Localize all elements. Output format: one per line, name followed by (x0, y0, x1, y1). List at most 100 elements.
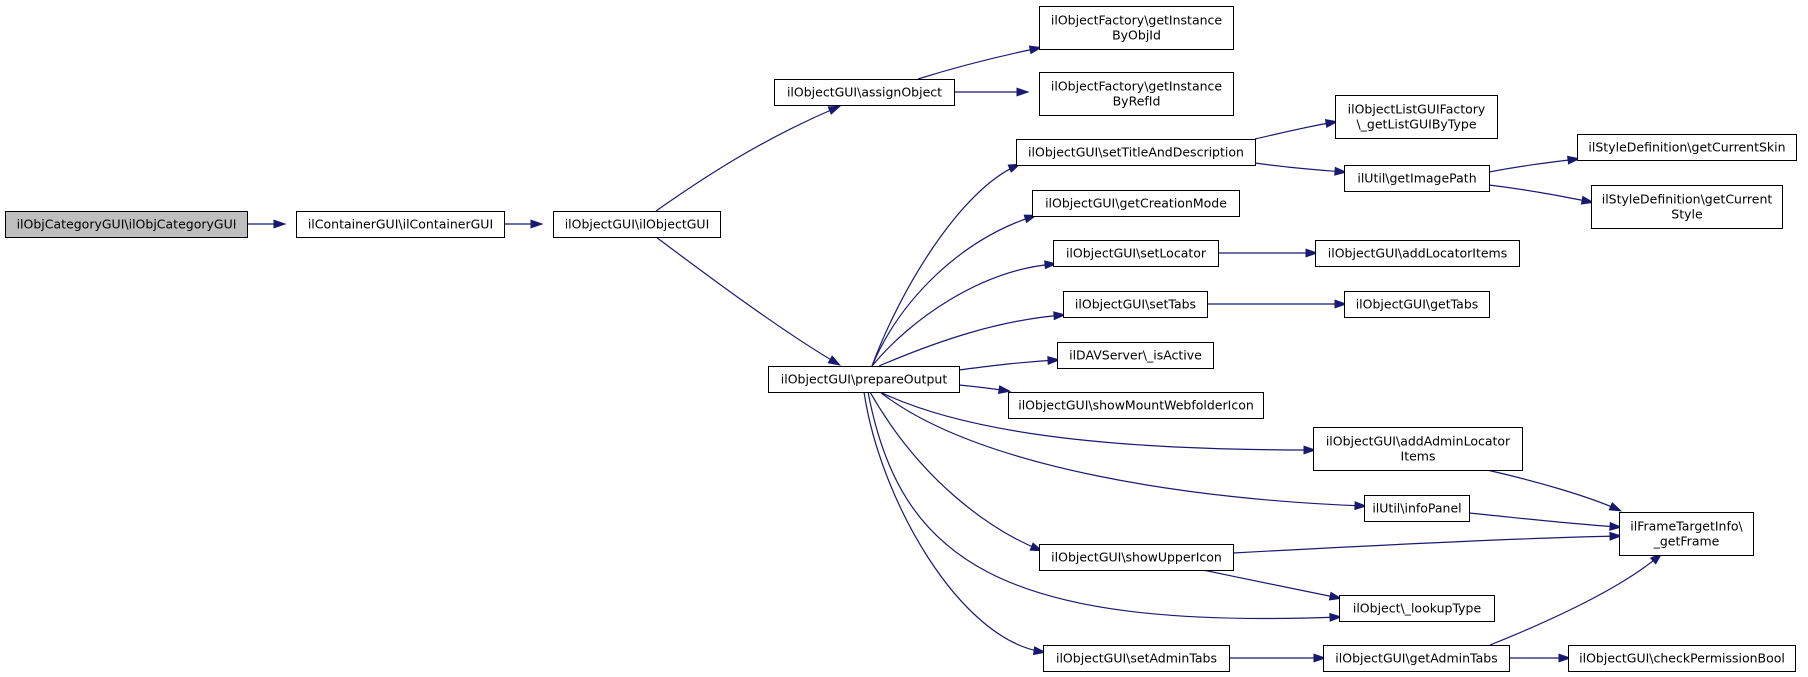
node-showMountWebfolderIcon[interactable]: ilObjectGUI\showMountWebfolderIcon (1008, 392, 1264, 419)
node-box (1057, 342, 1214, 369)
arrowhead (1303, 445, 1317, 455)
node-label: ilObjectGUI\addLocatorItems (1328, 246, 1508, 261)
node-assignObject[interactable]: ilObjectGUI\assignObject (774, 79, 955, 106)
edge-showUpperIcon-to-lookupType (1202, 569, 1343, 601)
arrowhead (530, 219, 544, 229)
edge-line (1486, 469, 1620, 511)
edge-line (655, 236, 839, 365)
edge-line (1202, 569, 1340, 599)
edge-prepareOutput-to-lookupType (867, 391, 1343, 622)
node-isActive[interactable]: ilDAVServer\_isActive (1057, 342, 1214, 369)
node-setTabs[interactable]: ilObjectGUI\setTabs (1063, 291, 1208, 318)
node-label: ilObjCategoryGUI\ilObjCategoryGUI (17, 217, 237, 232)
node-getAdminTabs[interactable]: ilObjectGUI\getAdminTabs (1323, 645, 1510, 672)
arrowhead (1558, 653, 1572, 663)
node-objectgui[interactable]: ilObjectGUI\ilObjectGUI (553, 211, 721, 238)
node-box (1053, 240, 1219, 267)
node-label: ilObject\_lookupType (1353, 601, 1482, 616)
edge-line (879, 391, 1314, 451)
node-label: ilObjectGUI\showMountWebfolderIcon (1018, 398, 1254, 413)
edge-line (878, 314, 1064, 367)
node-showUpperIcon[interactable]: ilObjectGUI\showUpperIcon (1039, 544, 1234, 571)
node-label: ByRefId (1113, 94, 1161, 109)
arrowhead (997, 385, 1012, 395)
node-box (1364, 495, 1470, 522)
arrowhead (1328, 591, 1343, 601)
edge-line (871, 164, 1019, 367)
arrowhead (1329, 612, 1343, 622)
arrowhead (1609, 521, 1623, 531)
node-box (1039, 72, 1234, 116)
arrowhead (827, 355, 842, 366)
node-setLocator[interactable]: ilObjectGUI\setLocator (1053, 240, 1219, 267)
edge-prepareOutput-to-isActive (958, 356, 1061, 371)
node-label: ilObjectGUI\setLocator (1066, 246, 1207, 261)
node-box (553, 211, 721, 238)
arrowhead (1016, 87, 1030, 97)
node-label: ilObjectGUI\assignObject (787, 85, 942, 100)
node-label: \_getListGUIByType (1356, 117, 1476, 132)
node-label: ilObjectGUI\prepareOutput (781, 372, 948, 387)
node-getTabs[interactable]: ilObjectGUI\getTabs (1344, 291, 1490, 318)
edge-root-to-container (247, 219, 287, 229)
node-box (1063, 291, 1208, 318)
node-label: ilObjectGUI\getCreationMode (1045, 196, 1227, 211)
edge-prepareOutput-to-setTitleAndDescription (871, 163, 1022, 367)
node-getFrame[interactable]: ilFrameTargetInfo\_getFrame (1619, 512, 1754, 556)
edge-setTitleAndDescription-to-getImagePath (1254, 162, 1348, 176)
edge-line (1488, 158, 1578, 173)
node-box (1577, 134, 1797, 161)
edge-getAdminTabs-to-checkPermissionBool (1509, 653, 1572, 663)
node-setTitleAndDescription[interactable]: ilObjectGUI\setTitleAndDescription (1016, 139, 1256, 166)
arrowhead (1324, 119, 1339, 128)
node-getCurrentSkin[interactable]: ilStyleDefinition\getCurrentSkin (1577, 134, 1797, 161)
node-label: ilObjectGUI\ilObjectGUI (565, 217, 710, 232)
arrowhead (1609, 531, 1623, 541)
edge-line (1489, 554, 1661, 646)
arrowhead (1028, 45, 1043, 55)
node-checkPermissionBool[interactable]: ilObjectGUI\checkPermissionBool (1568, 645, 1796, 672)
edge-setAdminTabs-to-getAdminTabs (1229, 653, 1327, 663)
node-addLocatorItems[interactable]: ilObjectGUI\addLocatorItems (1315, 240, 1520, 267)
node-label: ilObjectGUI\getAdminTabs (1335, 651, 1497, 666)
node-label: ilObjectGUI\getTabs (1356, 297, 1479, 312)
edge-line (1468, 512, 1620, 528)
arrowhead (1305, 248, 1319, 258)
node-lookupType[interactable]: ilObject\_lookupType (1339, 595, 1495, 622)
node-label: ilContainerGUI\ilContainerGUI (308, 217, 493, 232)
edge-assignObject-to-getInstanceByRefId (954, 87, 1030, 97)
edge-line (1254, 121, 1336, 140)
node-label: ilStyleDefinition\getCurrentSkin (1588, 140, 1785, 155)
arrowhead (1567, 155, 1581, 165)
arrowhead (1007, 163, 1022, 173)
node-getCreationMode[interactable]: ilObjectGUI\getCreationMode (1032, 190, 1240, 217)
edge-objectgui-to-assignObject (655, 105, 842, 212)
node-box (1344, 165, 1490, 192)
node-label: ilObjectFactory\getInstance (1051, 13, 1223, 28)
edge-setTitleAndDescription-to-getListGUIByType (1254, 119, 1339, 140)
arrowhead (1334, 299, 1348, 309)
node-prepareOutput[interactable]: ilObjectGUI\prepareOutput (768, 366, 960, 393)
node-box (1039, 544, 1234, 571)
node-getImagePath[interactable]: ilUtil\getImagePath (1344, 165, 1490, 192)
node-box (1568, 645, 1796, 672)
node-label: ilObjectListGUIFactory (1348, 102, 1486, 117)
node-infoPanel[interactable]: ilUtil\infoPanel (1364, 495, 1470, 522)
arrowhead (1334, 166, 1348, 176)
node-box (1344, 291, 1490, 318)
node-root[interactable]: ilObjCategoryGUI\ilObjCategoryGUI (5, 211, 248, 238)
node-getListGUIByType[interactable]: ilObjectListGUIFactory\_getListGUIByType (1335, 95, 1498, 139)
node-label: ilObjectGUI\checkPermissionBool (1579, 651, 1785, 666)
node-box (1619, 512, 1754, 556)
node-setAdminTabs[interactable]: ilObjectGUI\setAdminTabs (1043, 645, 1230, 672)
edge-prepareOutput-to-showUpperIcon (869, 391, 1044, 552)
edge-line (1488, 184, 1592, 203)
node-container[interactable]: ilContainerGUI\ilContainerGUI (296, 211, 505, 238)
arrowhead (1053, 311, 1067, 321)
edge-line (1254, 162, 1345, 173)
